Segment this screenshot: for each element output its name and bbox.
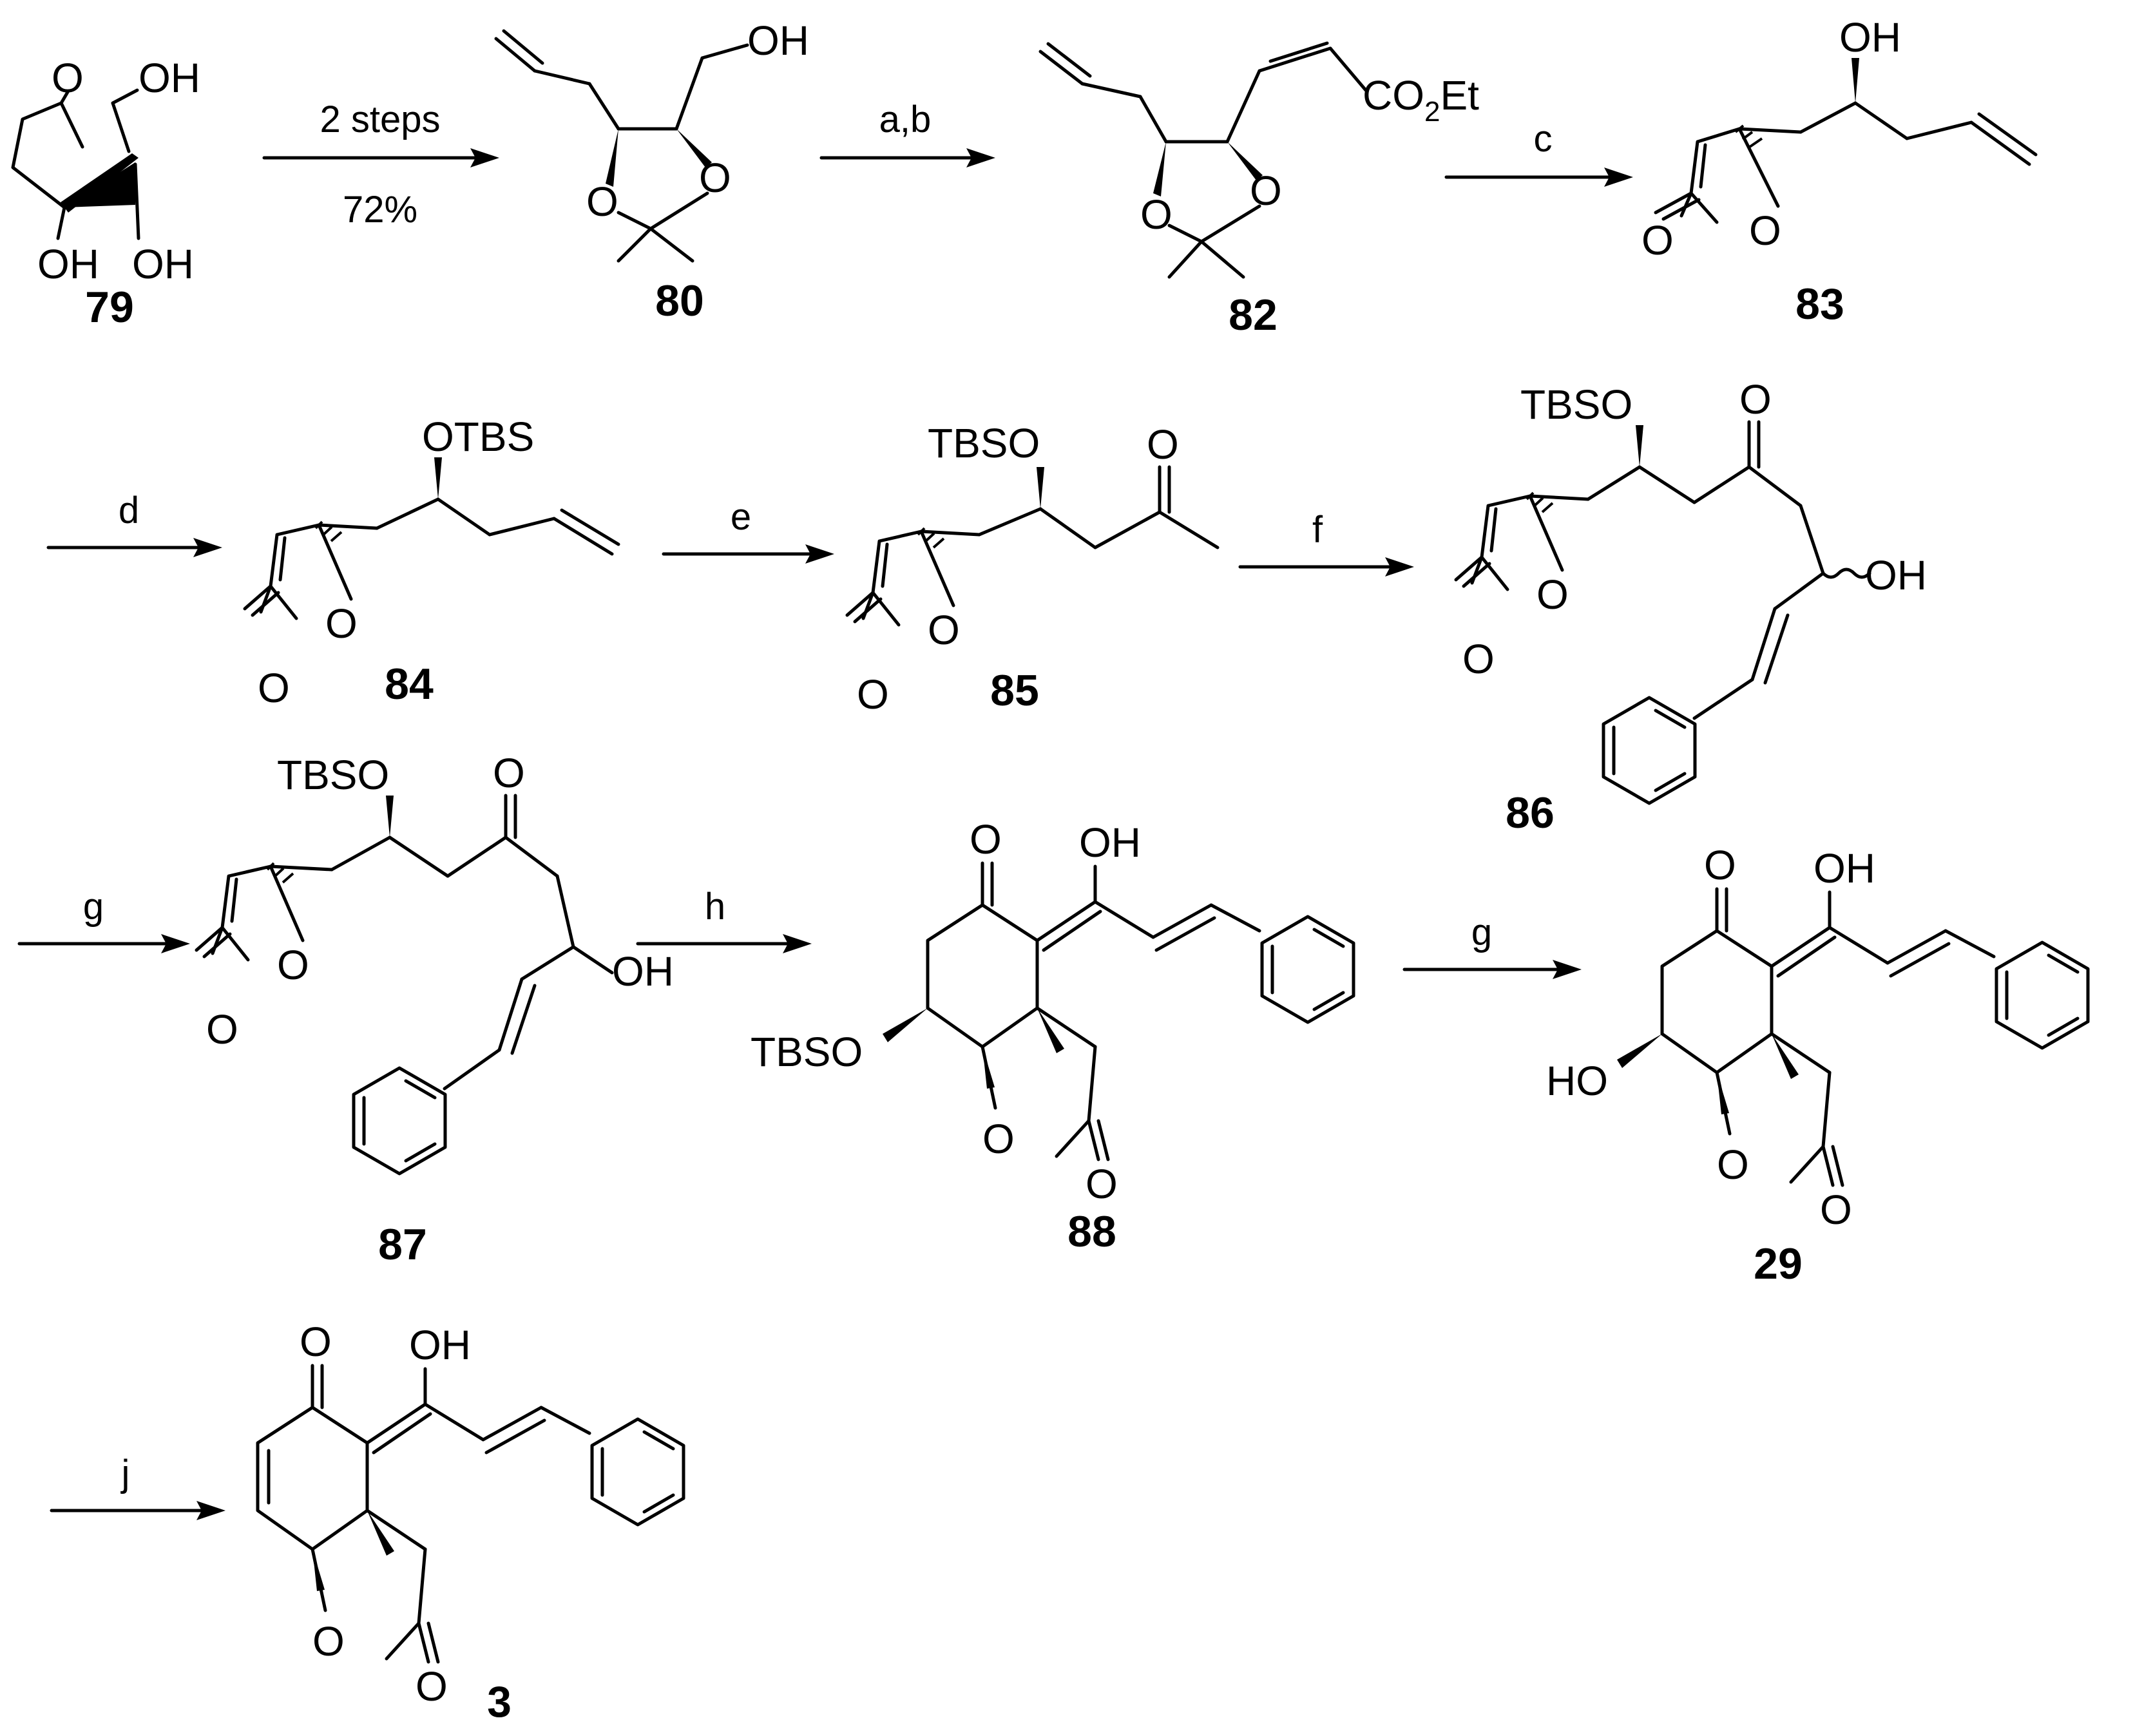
atom-TBSO: TBSO bbox=[277, 752, 389, 798]
condition-label: g bbox=[83, 886, 104, 928]
atom-OH: OH bbox=[1813, 845, 1875, 892]
atom-O: O bbox=[493, 750, 525, 796]
condition-label: 2 steps bbox=[320, 99, 441, 140]
atom-OH: OH bbox=[747, 17, 809, 64]
condition-label: g bbox=[1471, 911, 1492, 953]
atom-O: O bbox=[1704, 842, 1736, 888]
atom-O: O bbox=[206, 1006, 238, 1053]
arrow-6: f bbox=[1238, 509, 1414, 577]
compound-29: O OH HO O O 29 bbox=[1546, 842, 2088, 1288]
atom-TBSO: TBSO bbox=[751, 1029, 863, 1075]
arrow-3: c bbox=[1444, 118, 1633, 187]
condition-label: e bbox=[731, 496, 751, 538]
atom-O: O bbox=[1086, 1161, 1118, 1207]
atom-O: O bbox=[1462, 636, 1495, 682]
atom-O: O bbox=[416, 1663, 448, 1710]
arrow-2: a,b bbox=[819, 99, 995, 167]
compound-84: OTBS O O 84 bbox=[243, 414, 620, 711]
compound-number: 86 bbox=[1506, 788, 1555, 837]
compound-number: 3 bbox=[487, 1677, 512, 1726]
compound-number: 88 bbox=[1067, 1207, 1116, 1256]
atom-O: O bbox=[300, 1319, 332, 1365]
arrow-10: j bbox=[50, 1453, 225, 1520]
arrow-4: d bbox=[46, 490, 222, 557]
condition-label: a,b bbox=[879, 99, 932, 140]
compound-86: TBSO O OH O O 86 bbox=[1454, 376, 1927, 837]
atom-O: O bbox=[1749, 207, 1781, 254]
atom-O: O bbox=[1820, 1187, 1852, 1233]
compound-79: O OH OH OH 79 bbox=[11, 55, 200, 332]
compound-number: 87 bbox=[378, 1220, 427, 1269]
atom-OH: OH bbox=[132, 241, 194, 287]
compound-80: OH O O 80 bbox=[494, 17, 809, 325]
atom-OH: OH bbox=[1079, 819, 1141, 866]
condition-label: h bbox=[705, 886, 725, 928]
atom-OH: OH bbox=[1839, 14, 1901, 61]
atom-O: O bbox=[586, 178, 618, 225]
atom-O: O bbox=[1536, 571, 1569, 618]
compound-88: O OH TBSO O O 88 bbox=[751, 816, 1354, 1256]
atom-O: O bbox=[258, 665, 290, 711]
atom-O: O bbox=[699, 155, 731, 201]
atom-O: O bbox=[1250, 167, 1282, 214]
compound-83: OH O O 83 bbox=[1641, 14, 2038, 329]
atom-O: O bbox=[970, 816, 1002, 863]
arrow-7: g bbox=[17, 886, 190, 953]
compound-87: TBSO O OH O O 87 bbox=[195, 750, 674, 1269]
compound-number: 83 bbox=[1795, 280, 1844, 329]
atom-O: O bbox=[982, 1116, 1015, 1162]
compound-82: CO2Et O O 82 bbox=[1038, 41, 1479, 339]
atom-OH: OH bbox=[1865, 552, 1927, 598]
atom-OH: OH bbox=[139, 55, 200, 101]
compound-3: O OH O O 3 bbox=[256, 1319, 684, 1726]
compound-number: 29 bbox=[1754, 1239, 1803, 1288]
atom-O: O bbox=[1739, 376, 1772, 423]
condition-label: c bbox=[1534, 118, 1553, 160]
atom-OH: OH bbox=[37, 241, 99, 287]
atom-O: O bbox=[1641, 217, 1674, 263]
atom-OH: OH bbox=[409, 1322, 471, 1368]
compound-number: 84 bbox=[385, 660, 434, 709]
arrow-5: e bbox=[662, 496, 834, 564]
condition-label: f bbox=[1312, 509, 1323, 551]
condition-label: j bbox=[120, 1453, 130, 1494]
atom-OH: OH bbox=[612, 948, 674, 995]
arrow-8: h bbox=[636, 886, 812, 953]
arrow-9: g bbox=[1402, 911, 1582, 979]
atom-TBSO: TBSO bbox=[1520, 381, 1632, 428]
atom-O: O bbox=[312, 1618, 345, 1664]
atom-O: O bbox=[52, 55, 84, 101]
atom-O: O bbox=[325, 600, 358, 647]
arrow-1: 2 steps 72% bbox=[262, 99, 499, 231]
atom-O: O bbox=[277, 942, 309, 988]
condition-label: d bbox=[119, 490, 139, 531]
atom-TBSO: TBSO bbox=[928, 420, 1040, 466]
compound-number: 79 bbox=[85, 283, 134, 332]
atom-CO2Et: CO2Et bbox=[1363, 72, 1479, 128]
yield-label: 72% bbox=[343, 189, 417, 231]
atom-O: O bbox=[857, 671, 889, 718]
atom-HO: HO bbox=[1546, 1058, 1608, 1104]
atom-O: O bbox=[1147, 421, 1179, 468]
atom-O: O bbox=[1717, 1141, 1749, 1188]
atom-O: O bbox=[1140, 191, 1172, 238]
compound-number: 85 bbox=[990, 666, 1039, 715]
compound-85: TBSO O O O 85 bbox=[845, 420, 1220, 718]
compound-number: 80 bbox=[655, 276, 704, 325]
atom-OTBS: OTBS bbox=[422, 414, 534, 460]
compound-number: 82 bbox=[1229, 291, 1277, 339]
atom-O: O bbox=[928, 607, 960, 653]
